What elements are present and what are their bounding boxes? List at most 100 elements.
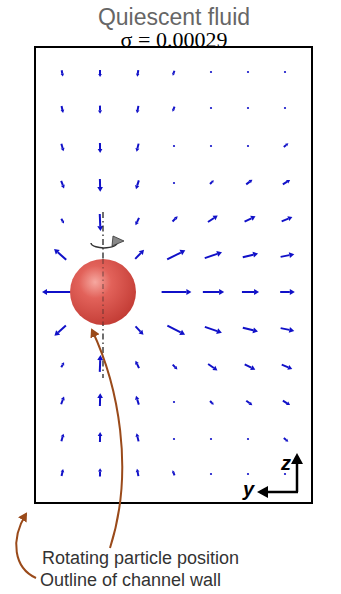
velocity-arrow (173, 473, 176, 476)
velocity-arrowhead (98, 110, 102, 113)
velocity-arrowhead (135, 185, 139, 189)
velocity-dot (247, 107, 249, 109)
velocity-arrow (210, 182, 212, 184)
velocity-arrow (283, 401, 287, 404)
rotation-axis-inner (103, 259, 104, 325)
velocity-arrowhead (250, 365, 255, 370)
velocity-dot (284, 107, 286, 109)
velocity-arrowhead (211, 180, 214, 183)
velocity-arrow (99, 143, 101, 149)
velocity-arrowhead (98, 432, 103, 436)
velocity-arrow (137, 218, 139, 222)
velocity-arrowhead (135, 396, 139, 400)
velocity-arrow (137, 399, 139, 404)
velocity-arrowhead (61, 469, 65, 472)
velocity-arrow (61, 144, 62, 148)
velocity-arrowhead (98, 149, 103, 153)
z-axis (296, 456, 299, 492)
velocity-arrowhead (290, 289, 295, 295)
velocity-arrow (282, 219, 289, 222)
velocity-arrow (246, 182, 250, 185)
velocity-arrow (280, 291, 290, 293)
velocity-arrowhead (211, 402, 214, 405)
velocity-arrowhead (219, 289, 224, 295)
velocity-arrowhead (174, 216, 178, 220)
velocity-arrowhead (54, 330, 60, 336)
velocity-dot (210, 107, 212, 109)
velocity-arrow (99, 360, 101, 372)
velocity-arrowhead (135, 433, 139, 437)
velocity-arrow (245, 218, 252, 221)
velocity-arrow (61, 365, 62, 368)
velocity-arrow (162, 291, 187, 293)
velocity-arrowhead (289, 327, 294, 333)
velocity-dot (247, 473, 249, 475)
velocity-arrowhead (250, 216, 255, 221)
velocity-arrow (281, 255, 290, 257)
velocity-dot (210, 438, 212, 440)
velocity-arrow (135, 253, 141, 259)
velocity-dot (210, 145, 212, 147)
velocity-arrowhead (139, 330, 144, 335)
velocity-arrowhead (285, 439, 288, 442)
velocity-arrow (61, 70, 64, 73)
velocity-arrowhead (135, 221, 139, 225)
velocity-arrowhead (61, 185, 65, 189)
velocity-arrow (99, 398, 101, 406)
velocity-arrow (136, 326, 141, 331)
velocity-arrow (61, 181, 63, 185)
velocity-arrow (137, 106, 140, 110)
velocity-arrowhead (97, 187, 103, 192)
velocity-arrow (99, 70, 101, 74)
velocity-arrow (137, 472, 140, 476)
velocity-arrowhead (139, 250, 144, 255)
velocity-dot (210, 71, 212, 73)
velocity-arrowhead (249, 402, 253, 406)
velocity-arrow (167, 326, 180, 333)
velocity-arrow (137, 70, 140, 74)
velocity-arrow (137, 180, 139, 185)
velocity-arrow (99, 472, 101, 477)
velocity-dot (210, 473, 212, 475)
velocity-arrow (61, 400, 63, 404)
velocity-arrow (99, 106, 101, 111)
velocity-arrowhead (135, 361, 139, 365)
velocity-arrow (208, 218, 214, 222)
velocity-arrow (283, 182, 287, 185)
velocity-arrowhead (61, 220, 64, 223)
velocity-arrowhead (98, 74, 102, 77)
velocity-dot (247, 71, 249, 73)
velocity-arrow (167, 253, 181, 260)
velocity-arrowhead (54, 249, 60, 255)
velocity-dot (247, 438, 249, 440)
velocity-arrow (284, 145, 286, 147)
velocity-arrowhead (98, 468, 102, 471)
velocity-arrowhead (286, 180, 290, 184)
velocity-arrowhead (285, 143, 288, 146)
velocity-arrowhead (61, 397, 65, 401)
particle (70, 259, 136, 325)
channel-wall (35, 47, 312, 503)
velocity-dot (284, 71, 286, 73)
velocity-arrowhead (252, 327, 258, 333)
velocity-arrow (173, 71, 176, 74)
velocity-field (42, 70, 295, 476)
velocity-arrow (137, 144, 138, 149)
velocity-arrowhead (186, 289, 191, 295)
velocity-arrow (137, 364, 139, 368)
axis-label: z (281, 452, 291, 474)
velocity-arrowhead (61, 148, 65, 152)
velocity-arrowhead (287, 216, 292, 221)
velocity-arrowhead (216, 328, 222, 334)
velocity-arrow (61, 219, 62, 221)
velocity-arrow (208, 364, 214, 368)
velocity-arrow (61, 106, 64, 110)
velocity-arrowhead (172, 470, 175, 473)
velocity-arrow (99, 179, 101, 187)
axis-label: y (243, 478, 254, 500)
velocity-arrowhead (287, 365, 292, 370)
velocity-arrowhead (61, 73, 64, 76)
velocity-arrow (173, 365, 176, 368)
velocity-dot (173, 438, 175, 440)
velocity-dot (173, 182, 175, 184)
